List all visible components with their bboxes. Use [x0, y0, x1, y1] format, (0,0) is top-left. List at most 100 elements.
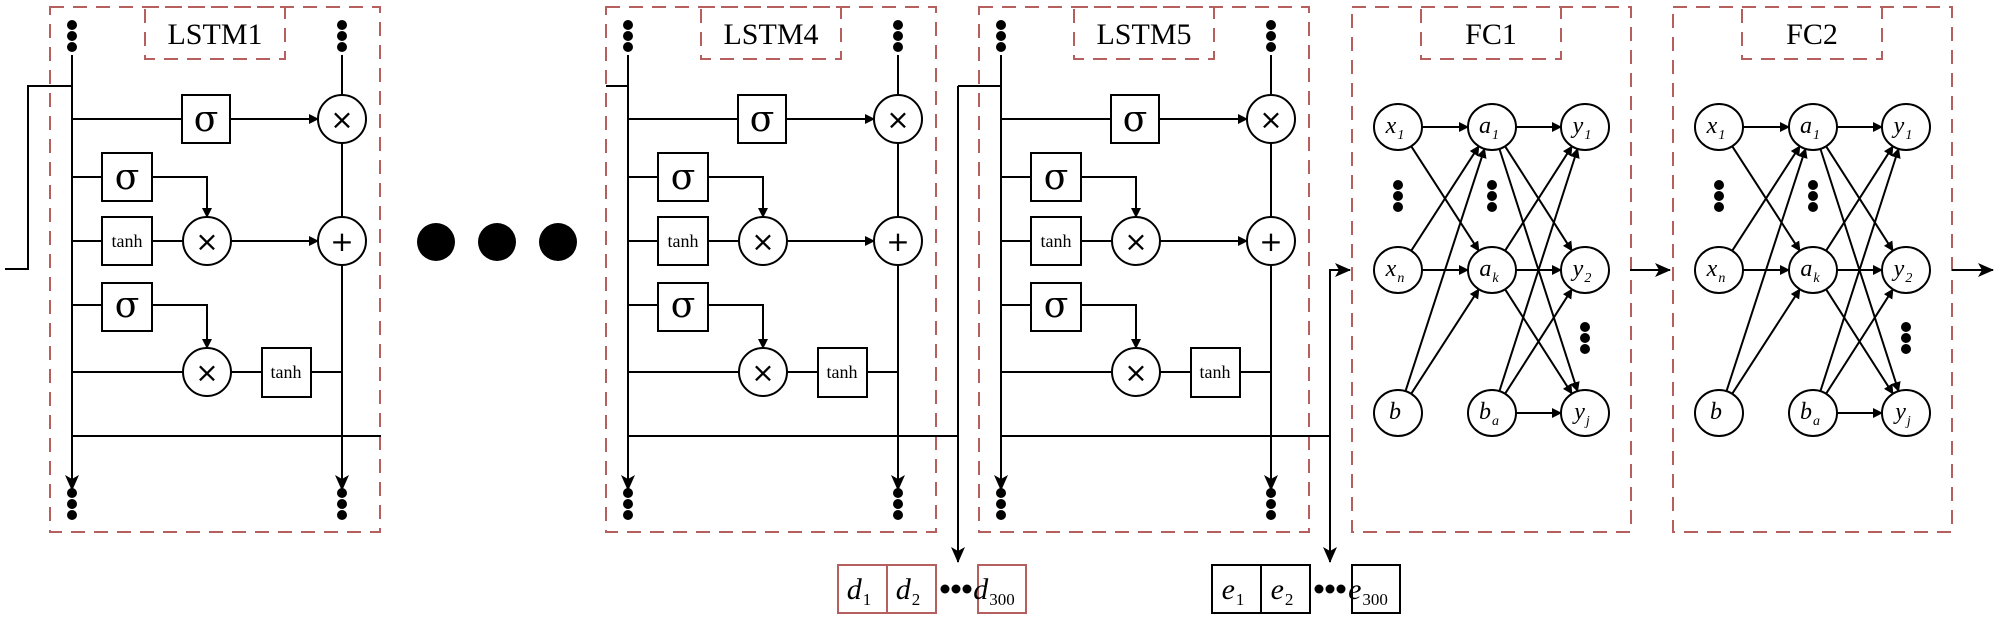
candidate-tanh-box [657, 216, 709, 266]
dot [1266, 510, 1276, 520]
input-ellipsis-icon [1393, 180, 1403, 212]
input-gate-box [101, 152, 153, 202]
vector-cell [886, 564, 937, 614]
neuron-node-icon [1788, 103, 1838, 151]
sigma-label: σ [115, 157, 140, 198]
neuron-node-icon [1788, 389, 1838, 437]
vector-cell-label: d1 [847, 573, 872, 609]
fc-title: FC1 [1465, 18, 1517, 51]
cell-tanh-box [261, 347, 312, 398]
lstm-title-frame [144, 6, 286, 60]
vector-cell-label: e1 [1222, 573, 1245, 609]
dot [1808, 202, 1818, 212]
neuron-label: ak [1800, 256, 1820, 286]
neuron-node-icon [1694, 389, 1744, 437]
lstm5-to-fc1-arrow [1329, 263, 1351, 436]
neuron-node-icon [1881, 103, 1931, 151]
fc-title-frame [1420, 6, 1562, 60]
dot [1580, 344, 1590, 354]
output-gate-box [101, 282, 153, 332]
vector-cell [837, 564, 888, 614]
fc-edge [1725, 147, 1808, 392]
multiply-label: × [1259, 103, 1282, 136]
dot [337, 31, 347, 41]
dot [893, 31, 903, 41]
dot [67, 510, 77, 520]
dot [1266, 20, 1276, 30]
fc-edge [1825, 145, 1894, 252]
neuron-label: b [1389, 399, 1401, 425]
multiply-node-icon [1246, 94, 1296, 144]
big-dot [417, 223, 455, 261]
neuron-label: y1 [1892, 113, 1913, 143]
dot [1266, 488, 1276, 498]
dot [1325, 584, 1335, 594]
dot [337, 42, 347, 52]
output-gate-box [1030, 282, 1082, 332]
fc-edge [1504, 145, 1573, 252]
neuron-label: x1 [1385, 113, 1405, 143]
hidden-ellipsis-icon [1487, 180, 1497, 212]
neuron-node-icon [1788, 246, 1838, 294]
dot [1266, 42, 1276, 52]
dot [996, 510, 1006, 520]
input-gate-arrow [152, 176, 212, 218]
fc-edge [1819, 147, 1901, 392]
neuron-label: b [1710, 399, 1722, 425]
dot [1487, 202, 1497, 212]
neuron-label: yj [1572, 399, 1590, 429]
fc-edge [1410, 288, 1480, 395]
neuron-node-icon [1373, 103, 1423, 151]
dot [1393, 191, 1403, 201]
tanh-label: tanh [1041, 231, 1072, 251]
multiply-node-icon [317, 94, 367, 144]
vector-ellipsis-icon [1314, 584, 1346, 594]
dot [951, 584, 961, 594]
input-ellipsis-icon [1714, 180, 1724, 212]
lstm-title-frame [1073, 6, 1215, 60]
forget-gate-box [1110, 94, 1160, 144]
lstm-frame [978, 6, 1310, 533]
tanh-label: tanh [668, 231, 699, 251]
top-left-ellipsis-icon [623, 20, 633, 52]
bottom-left-ellipsis-icon [67, 488, 77, 520]
dot [1808, 180, 1818, 190]
lstm-title: LSTM1 [167, 18, 262, 51]
fc-edge [1410, 145, 1480, 252]
multiply-label: × [751, 356, 774, 389]
dot [1714, 191, 1724, 201]
output-gate-box [657, 282, 709, 332]
lstm-frame [605, 6, 937, 533]
neuron-node-icon [1560, 246, 1610, 294]
tanh-label: tanh [1200, 362, 1231, 382]
dot [1393, 180, 1403, 190]
cell-tanh-box [1190, 347, 1241, 398]
block-ellipsis-icon [417, 223, 577, 261]
neuron-node-icon [1467, 389, 1517, 437]
fc-edge [1731, 145, 1801, 252]
hidden-ellipsis-icon [1808, 180, 1818, 212]
vector-cell-label: d2 [896, 573, 921, 609]
bottom-left-ellipsis-icon [996, 488, 1006, 520]
dot [996, 499, 1006, 509]
dot [1580, 333, 1590, 343]
dot [623, 499, 633, 509]
dot [940, 584, 950, 594]
vector-last-cell [977, 564, 1027, 614]
sigma-label: σ [1123, 99, 1148, 140]
dot [67, 488, 77, 498]
dot [337, 20, 347, 30]
sigma-label: σ [1044, 157, 1069, 198]
dot [337, 499, 347, 509]
neuron-label: a1 [1479, 113, 1499, 143]
forget-gate-box [737, 94, 787, 144]
output-gate-arrow [152, 304, 212, 349]
input-gate-arrow [708, 176, 768, 218]
neuron-label: y2 [1571, 256, 1592, 286]
dot [1714, 202, 1724, 212]
dot [623, 510, 633, 520]
